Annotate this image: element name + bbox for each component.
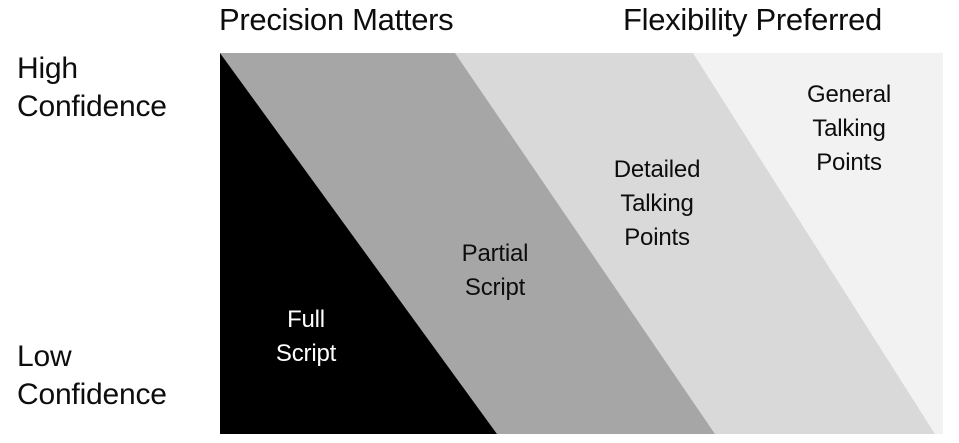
band-label-general-line2: Talking [812,115,886,142]
band-shape-general-talking-points [693,53,943,434]
band-shape-full-script [220,53,497,434]
band-shape-partial-script [220,53,715,434]
band-label-detailed-talking-points: Detailed Talking Points [594,153,720,255]
band-shape-detailed-talking-points [455,53,935,434]
band-label-full-script-line1: Full [287,306,325,333]
axis-label-low-line1: Low [17,340,72,373]
band-label-full-script-line2: Script [275,340,337,367]
band-chart-svg [220,53,943,434]
band-chart [220,53,943,434]
band-label-partial-script-line1: Partial [461,240,529,267]
column-header-flexibility: Flexibility Preferred [623,2,883,37]
band-label-general-line1: General [807,81,891,108]
band-label-full-script: Full Script [245,303,367,371]
band-label-detailed-line1: Detailed [613,156,701,183]
band-label-general-talking-points: General Talking Points [787,78,911,180]
band-label-partial-script-line2: Script [464,274,526,301]
axis-label-high-line2: Confidence [17,90,167,123]
band-label-detailed-line2: Talking [620,190,694,217]
axis-label-low-line2: Confidence [17,378,167,411]
axis-label-low-confidence: Low Confidence [17,338,167,414]
axis-label-high-line1: High [17,52,78,85]
band-label-detailed-line3: Points [624,224,690,251]
band-label-general-line3: Points [816,149,882,176]
axis-label-high-confidence: High Confidence [17,50,167,126]
column-header-precision: Precision Matters [219,2,454,37]
band-label-partial-script: Partial Script [434,237,556,305]
